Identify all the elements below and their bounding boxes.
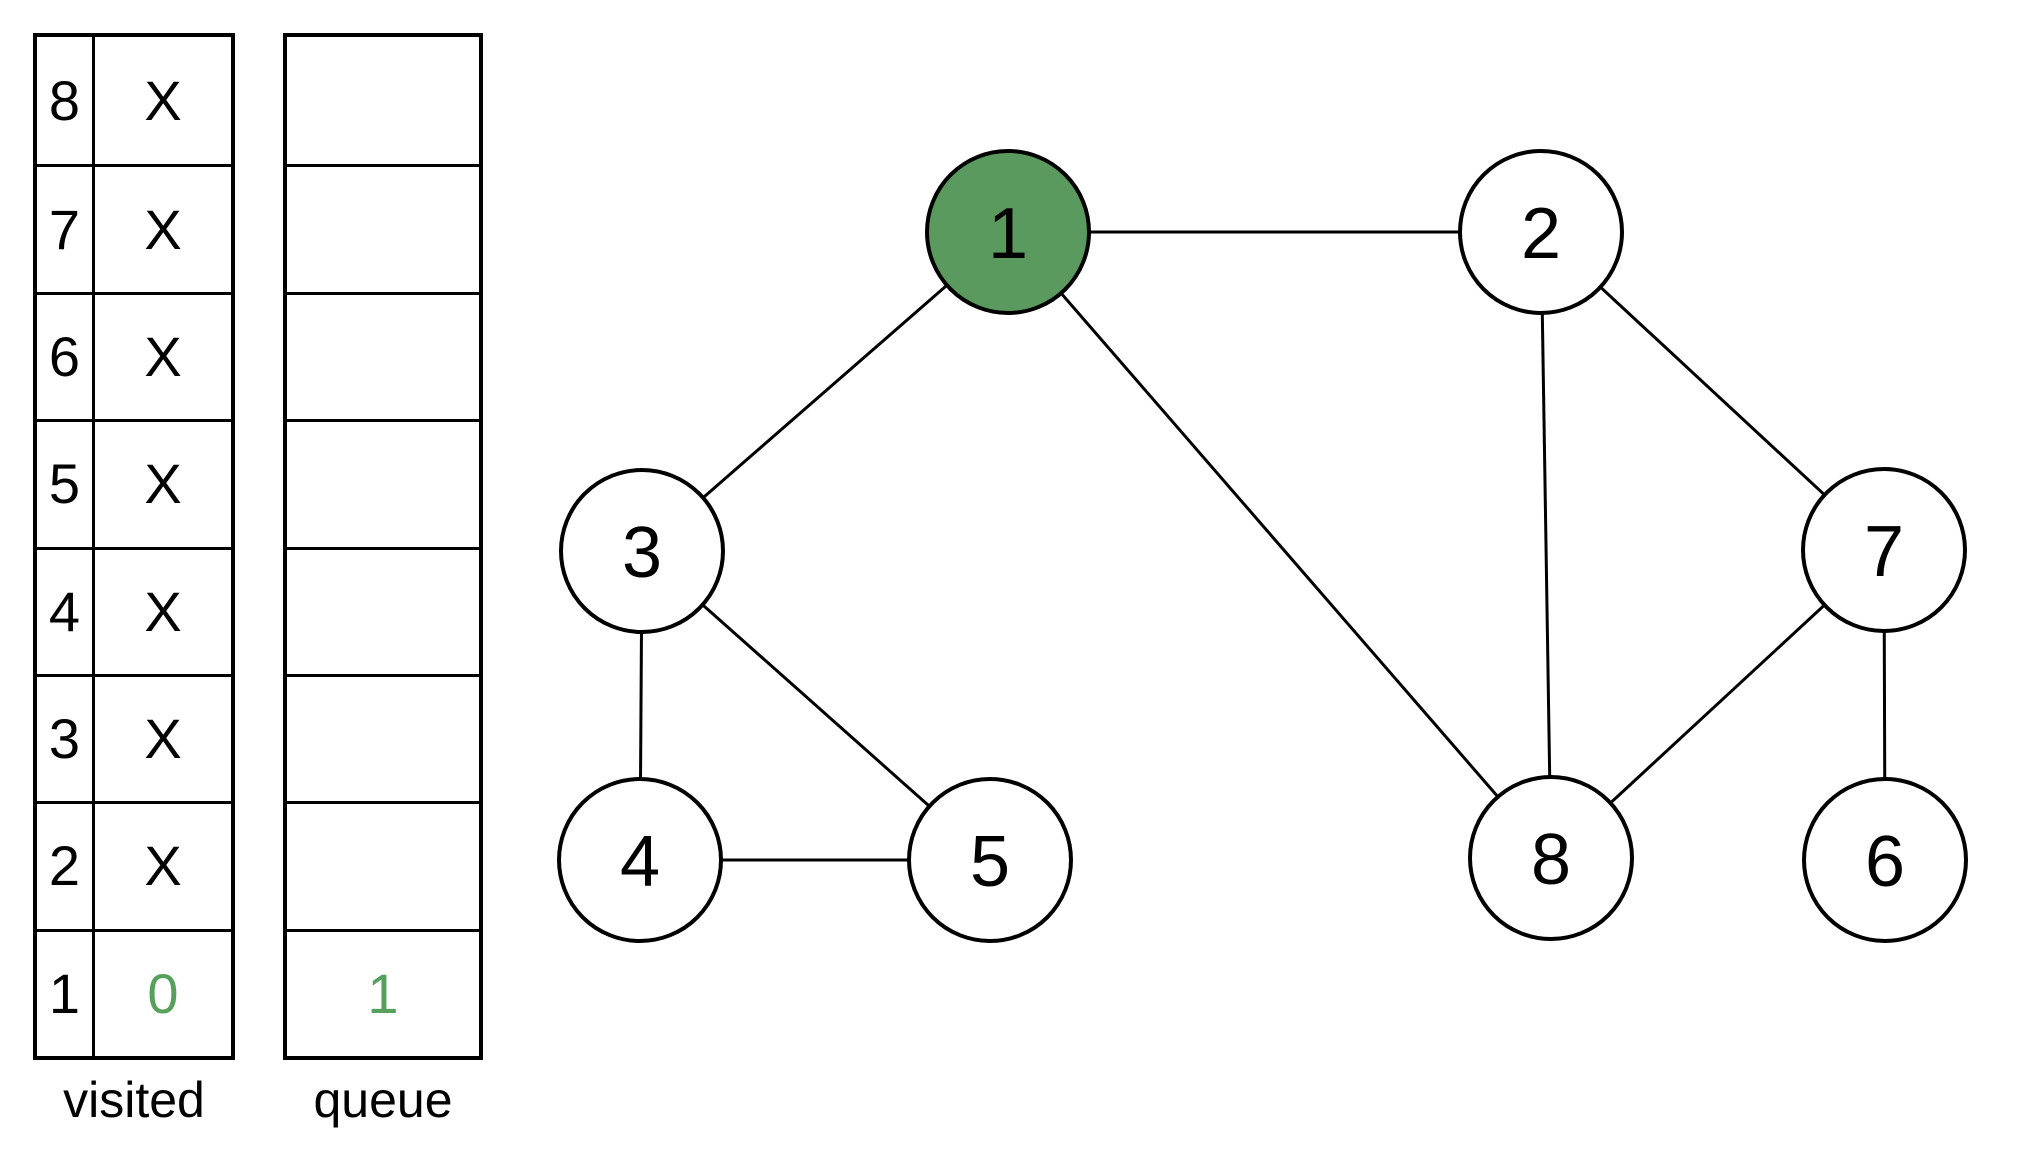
visited-index-6: 6 <box>37 294 95 420</box>
visited-index-5: 5 <box>37 422 95 547</box>
visited-value-1: 0 <box>147 961 179 1025</box>
visited-value-6: X <box>144 324 182 388</box>
node-1-label: 1 <box>988 194 1028 274</box>
visited-value-2: X <box>144 834 182 898</box>
queue-value-3 <box>287 422 479 546</box>
queue-slot-4 <box>287 546 479 674</box>
node-8 <box>1468 775 1634 941</box>
node-1-highlighted <box>925 149 1091 315</box>
visited-index-4: 4 <box>37 549 95 674</box>
node-5 <box>907 777 1073 943</box>
visited-value-8: X <box>144 68 182 132</box>
node-3-label: 3 <box>622 513 662 593</box>
visited-index-8: 8 <box>37 37 95 165</box>
node-7 <box>1801 467 1967 633</box>
node-3 <box>559 468 725 634</box>
node-4-label: 4 <box>620 822 660 902</box>
queue-slot-7: 1 <box>287 928 479 1056</box>
edge-2-8 <box>1539 231 1553 859</box>
node-7-label: 7 <box>1864 512 1904 592</box>
visited-value-5: X <box>144 452 182 516</box>
queue-table: 1 <box>283 33 483 1060</box>
queue-value-7: 1 <box>367 961 399 1025</box>
node-2 <box>1458 149 1624 315</box>
node-2-label: 2 <box>1521 194 1561 274</box>
node-5-label: 5 <box>970 822 1010 902</box>
queue-value-1 <box>287 167 479 291</box>
queue-value-6 <box>287 804 479 928</box>
node-6 <box>1802 777 1968 943</box>
visited-table-label: visited <box>63 1072 205 1128</box>
queue-table-label: queue <box>313 1072 453 1128</box>
visited-index-7: 7 <box>37 167 95 292</box>
queue-value-2 <box>287 295 479 419</box>
node-6-label: 6 <box>1865 822 1905 902</box>
visited-index-1: 1 <box>37 931 95 1056</box>
queue-slot-1 <box>287 164 479 291</box>
visited-index-2: 2 <box>37 804 95 929</box>
queue-slot-5 <box>287 673 479 801</box>
queue-value-0 <box>287 37 479 164</box>
visited-index-3: 3 <box>37 676 95 802</box>
edge-1-8 <box>1006 231 1553 859</box>
visited-value-3: X <box>144 707 182 771</box>
node-4 <box>557 777 723 943</box>
queue-value-5 <box>287 677 479 801</box>
visited-value-4: X <box>144 579 182 643</box>
queue-slot-6 <box>287 801 479 928</box>
queue-slot-0 <box>287 37 479 164</box>
queue-slot-2 <box>287 291 479 419</box>
visited-value-7: X <box>144 197 182 261</box>
queue-slot-3 <box>287 419 479 546</box>
node-8-label: 8 <box>1531 820 1571 900</box>
queue-value-4 <box>287 550 479 674</box>
